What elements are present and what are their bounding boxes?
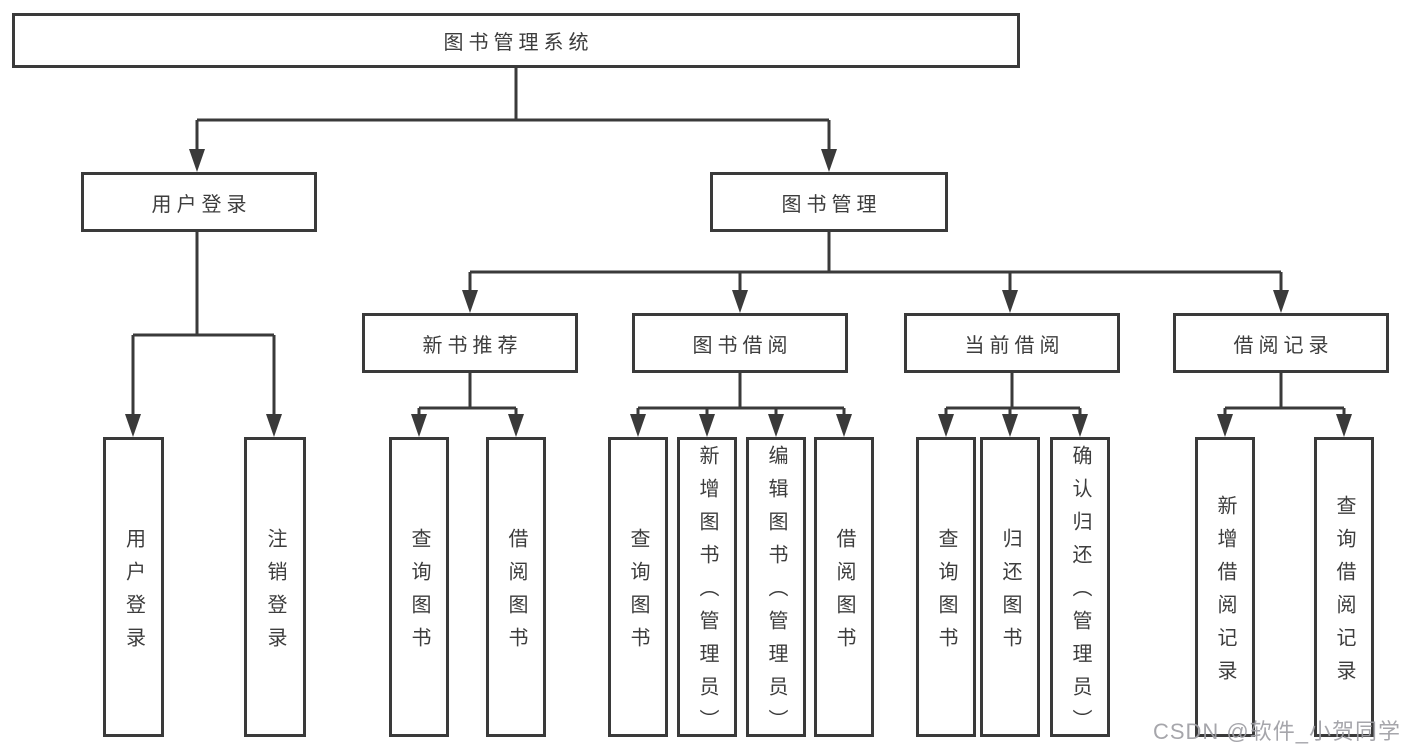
leaf-borrow-add-books-admin-label: 新增图书（管理员） bbox=[696, 445, 718, 742]
leaf-record-query-borrow-record-label: 查询借阅记录 bbox=[1333, 494, 1355, 693]
arrowheads-login-leaves bbox=[125, 414, 282, 437]
leaf-current-return-books: 归还图书 bbox=[980, 437, 1040, 737]
arrowheads-recommend-leaves bbox=[411, 414, 524, 437]
leaf-record-add-borrow-record: 新增借阅记录 bbox=[1195, 437, 1255, 737]
connector-record-to-leaves bbox=[1223, 373, 1346, 416]
leaf-recommend-borrow-books: 借阅图书 bbox=[486, 437, 546, 737]
connector-login-to-leaves bbox=[131, 232, 276, 416]
leaf-recommend-query-books-label: 查询图书 bbox=[408, 527, 430, 660]
connector-current-to-leaves bbox=[944, 373, 1082, 416]
leaf-current-confirm-return-admin: 确认归还（管理员） bbox=[1050, 437, 1110, 742]
node-book-management-module: 图书管理 bbox=[710, 172, 948, 232]
leaf-borrow-edit-books-admin-label: 编辑图书（管理员） bbox=[765, 445, 787, 742]
node-user-login-module: 用户登录 bbox=[81, 172, 317, 232]
leaf-current-return-books-label: 归还图书 bbox=[999, 527, 1021, 660]
leaf-borrow-add-books-admin: 新增图书（管理员） bbox=[677, 437, 737, 742]
leaf-recommend-borrow-books-label: 借阅图书 bbox=[505, 527, 527, 660]
leaf-borrow-query-books: 查询图书 bbox=[608, 437, 668, 737]
arrowheads-level3 bbox=[462, 290, 1289, 313]
connector-recommend-to-leaves bbox=[417, 373, 518, 416]
leaf-current-query-books-label: 查询图书 bbox=[935, 527, 957, 660]
leaf-user-login-label: 用户登录 bbox=[122, 527, 145, 660]
leaf-record-query-borrow-record: 查询借阅记录 bbox=[1314, 437, 1374, 737]
arrowheads-record-leaves bbox=[1217, 414, 1352, 437]
arrowheads-level2 bbox=[189, 149, 837, 172]
leaf-current-query-books: 查询图书 bbox=[916, 437, 976, 737]
connector-borrow-to-leaves bbox=[636, 373, 846, 416]
leaf-logout-label: 注销登录 bbox=[264, 527, 286, 660]
leaf-borrow-edit-books-admin: 编辑图书（管理员） bbox=[746, 437, 806, 742]
leaf-borrow-borrow-books: 借阅图书 bbox=[814, 437, 874, 737]
leaf-logout: 注销登录 bbox=[244, 437, 306, 737]
arrowheads-borrow-leaves bbox=[630, 414, 852, 437]
leaf-recommend-query-books: 查询图书 bbox=[389, 437, 449, 737]
connector-manage-to-level3 bbox=[468, 232, 1283, 292]
csdn-watermark: CSDN @软件_小贺同学 bbox=[1152, 719, 1401, 744]
connector-root-to-level2 bbox=[195, 68, 831, 151]
leaf-borrow-borrow-books-label: 借阅图书 bbox=[833, 527, 855, 660]
leaf-current-confirm-return-admin-label: 确认归还（管理员） bbox=[1069, 445, 1091, 742]
leaf-record-add-borrow-record-label: 新增借阅记录 bbox=[1214, 494, 1236, 693]
node-system-root: 图书管理系统 bbox=[12, 13, 1020, 68]
node-book-borrowing: 图书借阅 bbox=[632, 313, 848, 373]
arrowheads-current-leaves bbox=[938, 414, 1088, 437]
leaf-borrow-query-books-label: 查询图书 bbox=[627, 527, 649, 660]
node-new-book-recommend: 新书推荐 bbox=[362, 313, 578, 373]
node-borrowing-records: 借阅记录 bbox=[1173, 313, 1389, 373]
leaf-user-login: 用户登录 bbox=[103, 437, 164, 737]
node-current-borrowing: 当前借阅 bbox=[904, 313, 1120, 373]
